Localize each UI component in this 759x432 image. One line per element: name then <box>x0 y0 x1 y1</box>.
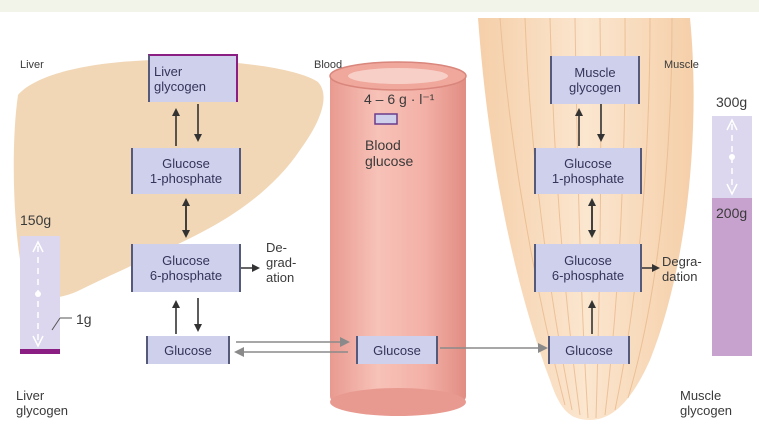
liver-glucose-box: Glucose <box>146 336 230 364</box>
muscle-store-max-label: 300g <box>716 94 747 110</box>
liver-store-min-label: 1g <box>76 311 92 327</box>
liver-glucose-6-phosphate-box: Glucose 6-phosphate <box>131 244 241 292</box>
top-band <box>0 0 759 12</box>
liver-glycogen-box: Liver glycogen <box>148 54 238 102</box>
muscle-title: Muscle <box>664 58 699 73</box>
muscle-glucose-box: Glucose <box>548 336 630 364</box>
muscle-glycogen-caption: Muscle glycogen <box>680 388 732 418</box>
liver-degradation-label: De- grad- ation <box>266 240 296 285</box>
blood-concentration-label: 4 – 6 g · l⁻¹ <box>364 91 434 107</box>
muscle-glucose-6-phosphate-box: Glucose 6-phosphate <box>534 244 642 292</box>
liver-store-max-label: 150g <box>20 212 51 228</box>
liver-glycogen-caption: Liver glycogen <box>16 388 68 418</box>
blood-title: Blood <box>314 58 342 73</box>
liver-glucose-1-phosphate-box: Glucose 1-phosphate <box>131 148 241 194</box>
liver-glycogen-min-level <box>20 349 60 354</box>
muscle-degradation-label: Degra- dation <box>662 254 702 284</box>
blood-glucose-label: Blood glucose <box>365 137 413 169</box>
muscle-glucose-1-phosphate-box: Glucose 1-phosphate <box>534 148 642 194</box>
muscle-store-min-label: 200g <box>716 205 747 221</box>
muscle-glycogen-box: Muscle glycogen <box>550 56 640 104</box>
muscle-glycogen-bar <box>712 116 752 356</box>
blood-glucose-box: Glucose <box>356 336 438 364</box>
liver-title: Liver <box>20 58 44 73</box>
blood-concentration-marker <box>375 114 397 124</box>
